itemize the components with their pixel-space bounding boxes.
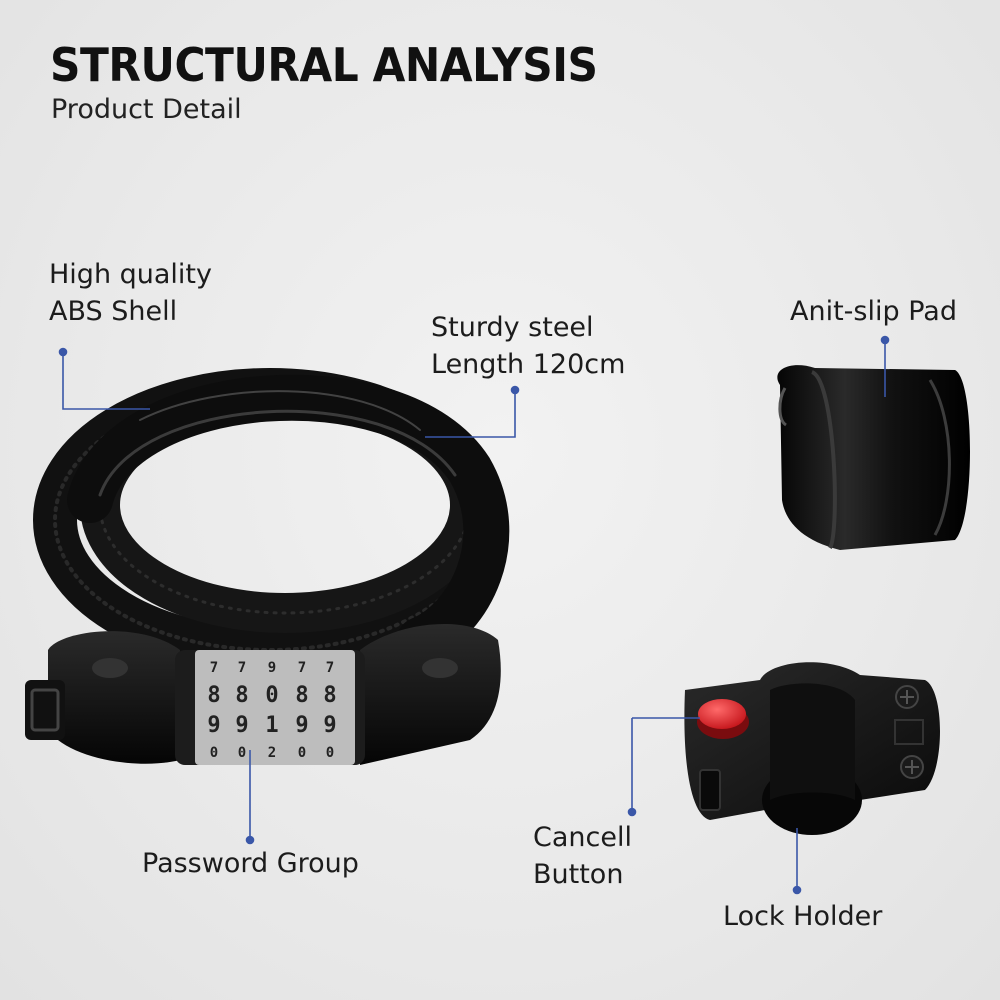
dial-bot-2: 0	[238, 745, 246, 761]
callout-sturdy-steel: Sturdy steel Length 120cm	[431, 309, 625, 383]
combination-lock-body	[25, 623, 501, 765]
callout-sturdy-steel-line1: Sturdy steel	[431, 312, 594, 343]
callout-anti-slip-pad-line1: Anit-slip Pad	[790, 296, 957, 327]
anti-slip-pad	[777, 365, 970, 550]
dial-mid2-2: 9	[235, 713, 248, 738]
dial-mid1-1: 8	[207, 683, 220, 708]
dial-bot-4: 0	[298, 745, 306, 761]
callout-abs-shell-line1: High quality	[49, 259, 213, 290]
dial-mid2-3: 1	[265, 713, 278, 738]
dial-top-5: 7	[326, 660, 334, 676]
dial-bot-3: 2	[268, 745, 276, 761]
dial-mid1-2: 8	[235, 683, 248, 708]
dial-top-4: 7	[298, 660, 306, 676]
dial-top-1: 7	[210, 660, 218, 676]
callout-cancel-button-line1: Cancell	[533, 822, 632, 853]
callout-password-group: Password Group	[142, 845, 359, 882]
page-title: STRUCTURAL ANALYSIS	[50, 38, 598, 92]
lock-holder-bracket	[684, 662, 940, 835]
callout-lock-holder-line1: Lock Holder	[723, 901, 883, 932]
dial-mid2-5: 9	[323, 713, 336, 738]
callout-cancel-button: Cancell Button	[533, 819, 632, 893]
callout-anti-slip-pad: Anit-slip Pad	[790, 293, 957, 330]
callout-password-group-line1: Password Group	[142, 848, 359, 879]
dial-mid1-5: 8	[323, 683, 336, 708]
callout-lines	[58, 335, 890, 895]
dial-bot-5: 0	[326, 745, 334, 761]
dial-mid1-4: 8	[295, 683, 308, 708]
dial-top-3: 9	[268, 660, 276, 676]
dial-mid2-4: 9	[295, 713, 308, 738]
cancel-button-red	[697, 699, 749, 739]
dial-bot-1: 0	[210, 745, 218, 761]
callout-abs-shell: High quality ABS Shell	[49, 256, 212, 330]
dial-mid1-3: 0	[265, 683, 278, 708]
callout-lock-holder: Lock Holder	[723, 898, 882, 935]
callout-sturdy-steel-line2: Length 120cm	[431, 349, 626, 380]
coiled-cable	[33, 368, 510, 672]
dial-top-2: 7	[238, 660, 246, 676]
callout-cancel-button-line2: Button	[533, 859, 624, 890]
dial-mid2-1: 9	[207, 713, 220, 738]
callout-abs-shell-line2: ABS Shell	[49, 296, 178, 327]
page-subtitle: Product Detail	[51, 94, 242, 125]
